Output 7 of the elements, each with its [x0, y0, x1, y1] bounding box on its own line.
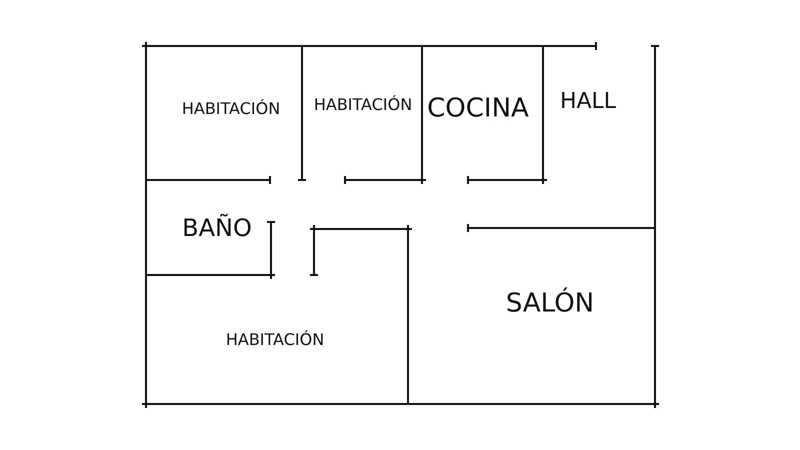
room-label: BAÑO: [182, 214, 252, 242]
room-label: HABITACIÓN: [314, 96, 412, 114]
room-label: HALL: [560, 90, 616, 114]
room-label: HABITACIÓN: [226, 331, 324, 349]
room-label: COCINA: [427, 94, 529, 124]
room-label: SALÓN: [506, 290, 594, 318]
room-label: HABITACIÓN: [182, 100, 280, 118]
